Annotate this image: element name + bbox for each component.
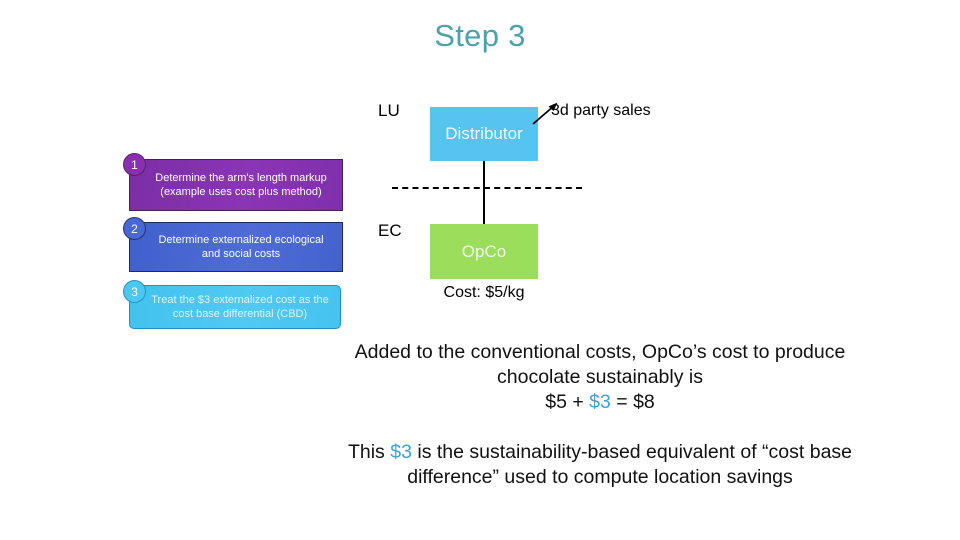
arrow-icon bbox=[532, 102, 558, 125]
tier-label-lu: LU bbox=[378, 101, 400, 120]
callout-3-text: Treat the $3 externalized cost as the co… bbox=[151, 294, 329, 320]
body-paragraph-2-accent-value: $3 bbox=[390, 441, 412, 463]
body-paragraph-2-text: is the sustainability-based equivalent o… bbox=[407, 441, 853, 488]
equation-prefix: $5 + bbox=[545, 391, 590, 413]
body-paragraph-2-prefix: This bbox=[347, 441, 391, 463]
callout-3-number: 3 bbox=[131, 284, 138, 299]
equation-accent-value: $3 bbox=[589, 391, 611, 413]
body-paragraph-1: Added to the conventional costs, OpCo’s … bbox=[330, 340, 870, 415]
entity-box-opco[interactable]: OpCo bbox=[430, 224, 538, 279]
entity-box-distributor-label: Distributor bbox=[445, 124, 523, 143]
annotation-3d-party-sales: 3d party sales bbox=[551, 102, 651, 119]
callout-3-number-badge: 3 bbox=[123, 280, 146, 303]
body-paragraph-1-text: Added to the conventional costs, OpCo’s … bbox=[354, 341, 846, 388]
entity-box-opco-label: OpCo bbox=[461, 241, 507, 261]
equation-suffix: = $8 bbox=[610, 391, 655, 413]
page-title: Step 3 bbox=[434, 18, 526, 53]
callout-1-number-badge: 1 bbox=[123, 153, 146, 176]
dashed-border-divider bbox=[392, 187, 582, 189]
callout-2-number-badge: 2 bbox=[123, 217, 146, 240]
callout-box-2[interactable]: Determine externalized ecological and so… bbox=[129, 222, 343, 272]
callout-2-number: 2 bbox=[131, 221, 138, 236]
callout-box-1[interactable]: Determine the arm's length markup (examp… bbox=[129, 159, 343, 211]
connector-line bbox=[483, 161, 485, 224]
entity-box-distributor[interactable]: Distributor bbox=[430, 107, 538, 161]
body-paragraph-2: This $3 is the sustainability-based equi… bbox=[330, 440, 870, 490]
callout-box-3[interactable]: Treat the $3 externalized cost as the co… bbox=[129, 285, 341, 329]
cost-label: Cost: $5/kg bbox=[443, 284, 525, 301]
callout-1-number: 1 bbox=[131, 157, 138, 172]
callout-1-text: Determine the arm's length markup (examp… bbox=[155, 172, 327, 198]
callout-2-text: Determine externalized ecological and so… bbox=[158, 234, 324, 260]
tier-label-ec: EC bbox=[378, 221, 402, 240]
